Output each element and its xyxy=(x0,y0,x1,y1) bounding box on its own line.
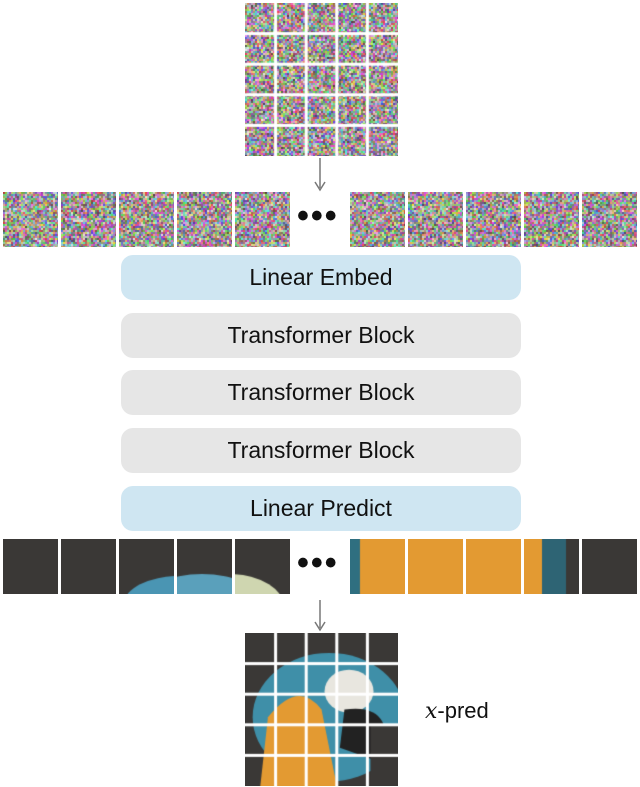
predicted-token-patch xyxy=(177,539,232,594)
noisy-token-patch xyxy=(524,192,579,247)
down-arrow-icon xyxy=(314,600,326,632)
predicted-token-patch xyxy=(582,539,637,594)
predicted-token-patch xyxy=(466,539,521,594)
transformer-block-2: Transformer Block xyxy=(121,370,521,415)
noisy-token-patch xyxy=(235,192,290,247)
noisy-input-image-grid xyxy=(245,3,398,156)
predicted-token-patch xyxy=(235,539,290,594)
predicted-token-patch xyxy=(350,539,405,594)
down-arrow-icon xyxy=(314,158,326,192)
x-variable: x xyxy=(425,699,437,724)
predicted-token-patch xyxy=(408,539,463,594)
noisy-token-patch xyxy=(466,192,521,247)
linear-predict-block: Linear Predict xyxy=(121,486,521,531)
predicted-token-patch xyxy=(3,539,58,594)
noisy-token-patch xyxy=(350,192,405,247)
ellipsis-top: ••• xyxy=(297,197,339,236)
linear-embed-block: Linear Embed xyxy=(121,255,521,300)
noisy-token-patch xyxy=(408,192,463,247)
x-pred-label: x-pred xyxy=(425,698,489,724)
predicted-parrot-image-grid xyxy=(245,633,398,786)
noisy-token-patch xyxy=(61,192,116,247)
pred-suffix: -pred xyxy=(437,698,488,723)
noisy-token-patch xyxy=(177,192,232,247)
transformer-block-3: Transformer Block xyxy=(121,428,521,473)
noisy-token-patch xyxy=(582,192,637,247)
predicted-token-patch xyxy=(119,539,174,594)
predicted-token-patch xyxy=(524,539,579,594)
noisy-token-patch xyxy=(119,192,174,247)
ellipsis-bottom: ••• xyxy=(297,544,339,583)
transformer-block-1: Transformer Block xyxy=(121,313,521,358)
predicted-token-patch xyxy=(61,539,116,594)
noisy-token-patch xyxy=(3,192,58,247)
